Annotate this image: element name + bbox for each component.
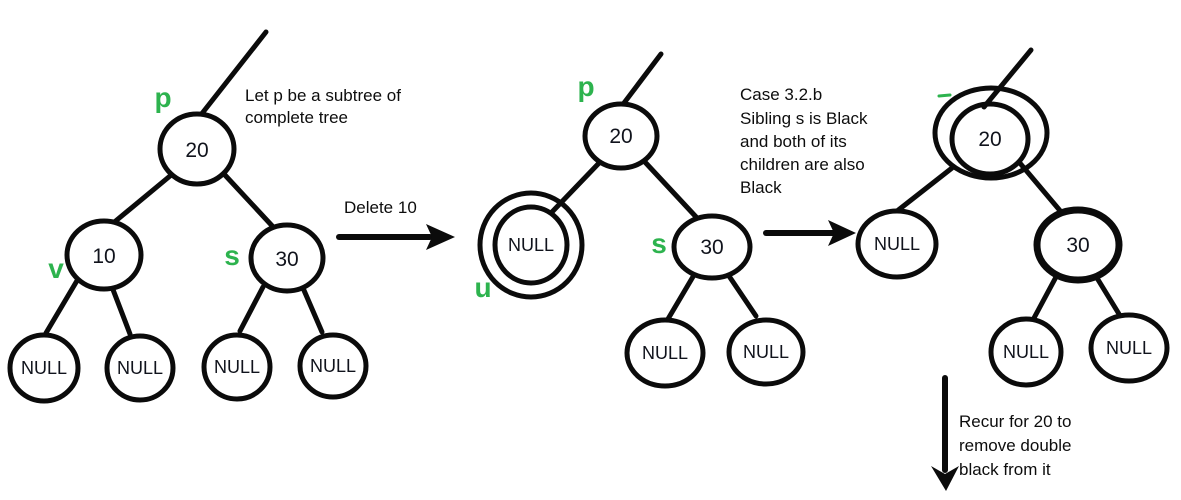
- tree-step-3: 20 NULL 30 NULL NULL: [855, 47, 1170, 388]
- node-30-value: 30: [275, 248, 298, 271]
- recur-note-line1: Recur for 20 to: [959, 412, 1071, 431]
- node-null-1: [988, 316, 1064, 388]
- node-30-red: [1033, 206, 1123, 284]
- node-20-value: 20: [609, 125, 632, 148]
- edge-10-null1: [43, 276, 81, 336]
- edge-20-u: [549, 159, 603, 215]
- case-note-line1: Case 3.2.b: [740, 85, 822, 104]
- null-label: NULL: [117, 358, 163, 378]
- recur-annotation: Recur for 20 to remove double black from…: [931, 375, 1071, 491]
- node-10-value: 10: [92, 245, 115, 268]
- transform-arrow: [763, 220, 856, 246]
- node-10: [64, 218, 144, 292]
- null-label: NULL: [743, 342, 789, 362]
- edge-30-null2: [1094, 275, 1122, 317]
- null-label: NULL: [1106, 338, 1152, 358]
- down-arrow-icon: [931, 466, 959, 491]
- pointer-label-u: u: [474, 272, 491, 303]
- null-label: NULL: [642, 343, 688, 363]
- node-30-value: 30: [1066, 234, 1089, 257]
- node-null-2: [726, 317, 806, 387]
- tree-step-1: 20 10 30 NULL NULL NULL NULL p v s Let p…: [7, 29, 401, 404]
- recur-note-line2: remove double: [959, 436, 1071, 455]
- delete-arrow-label: Delete 10: [344, 198, 417, 217]
- pointer-label-s: s: [651, 228, 667, 259]
- edge-10-null2: [109, 284, 133, 337]
- node-null-3: [201, 332, 273, 402]
- null-label: NULL: [214, 357, 260, 377]
- node-20-value: 20: [185, 139, 208, 162]
- case-note-line5: Black: [740, 178, 782, 197]
- node-null-4: [297, 332, 369, 400]
- node-20: [157, 111, 237, 187]
- delete-10-arrow: Delete 10: [336, 198, 455, 250]
- double-black-null-label: NULL: [508, 235, 554, 255]
- pointer-label-s: s: [224, 240, 240, 271]
- edge-30-null1: [1031, 274, 1059, 321]
- case-note-line3: and both of its: [740, 132, 847, 151]
- pointer-label-p: p: [577, 71, 594, 102]
- edge-30-null4: [300, 285, 325, 335]
- step1-note-line1: Let p be a subtree of: [245, 86, 401, 105]
- node-null-u: [492, 204, 570, 286]
- tree-step-2: 20 NULL 30 NULL NULL p u s Case 3.2.b Si…: [474, 51, 868, 389]
- pointer-label-p: p: [154, 82, 171, 113]
- node-null-1: [624, 317, 706, 389]
- node-30-value: 30: [700, 236, 723, 259]
- node-20: [949, 101, 1031, 177]
- edge-30-null2: [726, 273, 759, 319]
- node-30: [248, 222, 326, 294]
- recur-note-line3: black from it: [959, 460, 1051, 479]
- node-null-2: [104, 333, 176, 403]
- case-note-line4: children are also: [740, 155, 865, 174]
- step1-note-line2: complete tree: [245, 108, 348, 127]
- edge-20-10: [109, 173, 173, 227]
- stray-green-mark: [937, 93, 952, 98]
- null-label: NULL: [874, 234, 920, 254]
- null-label: NULL: [310, 356, 356, 376]
- edge-20-30: [221, 171, 279, 233]
- node-null-2: [1088, 312, 1170, 384]
- edge-20-30: [641, 158, 701, 222]
- case-note-line2: Sibling s is Black: [740, 109, 868, 128]
- node-20: [582, 101, 660, 171]
- edge-20-null: [889, 165, 955, 218]
- parent-link-edge: [197, 29, 269, 119]
- edge-30-null3: [237, 284, 266, 334]
- parent-link-edge: [621, 51, 664, 106]
- double-black-outer-ring: [477, 190, 585, 300]
- pointer-label-v: v: [48, 253, 64, 284]
- node-null-left: [855, 208, 939, 280]
- node-null-1: [7, 332, 81, 404]
- null-label: NULL: [1003, 342, 1049, 362]
- right-arrow-icon: [828, 220, 856, 246]
- right-arrow-icon: [426, 224, 455, 250]
- double-black-outer-ring: [932, 85, 1050, 181]
- node-20-value: 20: [978, 128, 1001, 151]
- edge-30-null1: [665, 272, 697, 322]
- parent-link-edge: [981, 47, 1034, 110]
- node-30: [671, 213, 753, 281]
- null-label: NULL: [21, 358, 67, 378]
